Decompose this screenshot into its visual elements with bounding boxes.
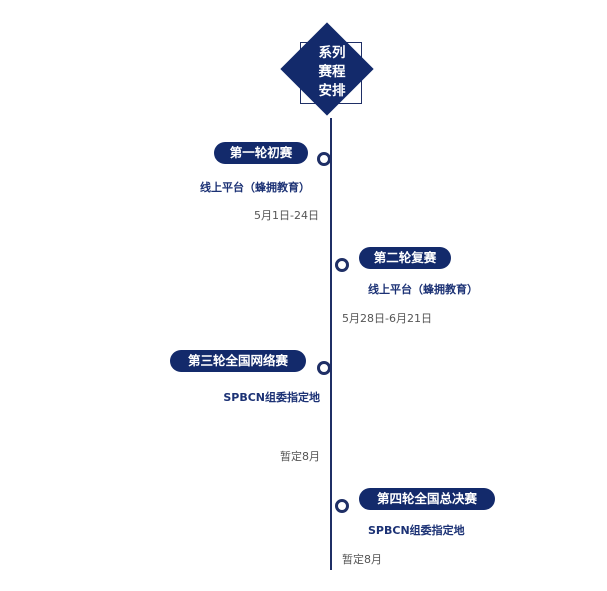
stage-2-date: 5月28日-6月21日 — [342, 312, 432, 325]
stage-4-venue: SPBCN组委指定地 — [368, 524, 465, 537]
header-line-3: 安排 — [318, 83, 346, 99]
stage-3-dot — [317, 361, 331, 375]
header-title: 系列 赛程 安排 — [300, 44, 364, 101]
stage-1-date: 5月1日-24日 — [254, 209, 319, 222]
stage-3-venue: SPBCN组委指定地 — [223, 391, 320, 404]
timeline-line — [330, 118, 332, 570]
stage-2-dot — [335, 258, 349, 272]
stage-1-title: 第一轮初赛 — [214, 142, 308, 164]
stage-2-title: 第二轮复赛 — [359, 247, 451, 269]
header-line-1: 系列 — [318, 45, 346, 61]
stage-1-dot — [317, 152, 331, 166]
stage-2-venue: 线上平台（蜂拥教育） — [368, 283, 478, 296]
stage-3-date: 暂定8月 — [280, 450, 320, 463]
header-line-2: 赛程 — [318, 64, 346, 80]
stage-3-title: 第三轮全国网络赛 — [170, 350, 306, 372]
stage-4-dot — [335, 499, 349, 513]
stage-4-title: 第四轮全国总决赛 — [359, 488, 495, 510]
schedule-header-badge: 系列 赛程 安排 — [280, 22, 374, 116]
stage-1-venue: 线上平台（蜂拥教育） — [200, 181, 310, 194]
stage-4-date: 暂定8月 — [342, 553, 382, 566]
